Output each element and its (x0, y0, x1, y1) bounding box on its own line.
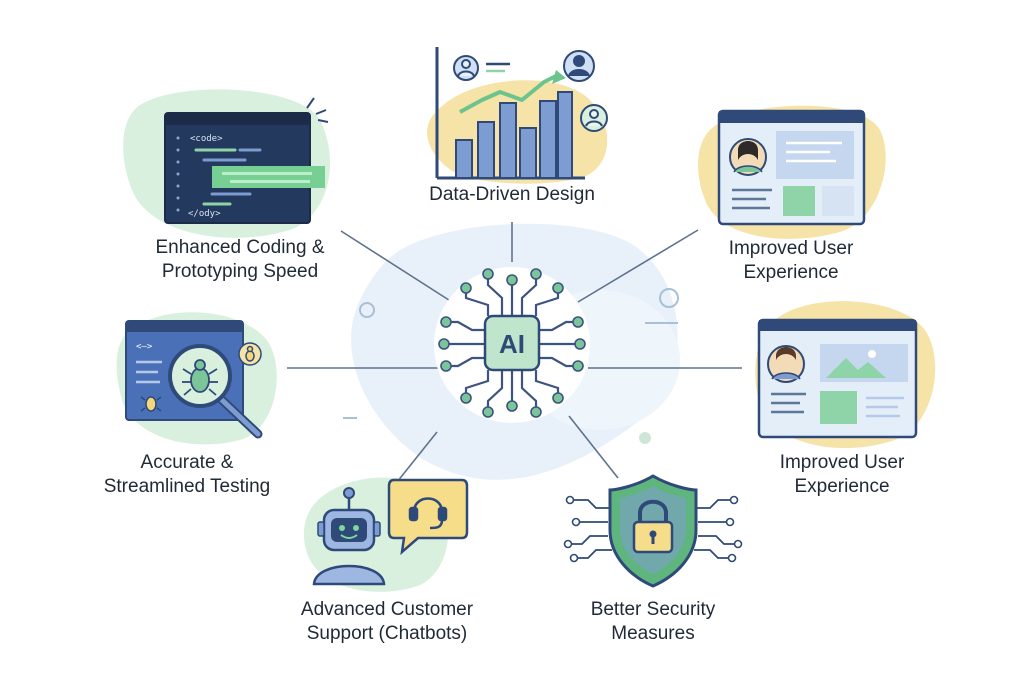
connector-line (577, 229, 699, 303)
connector-line (396, 431, 438, 483)
code-close-tag: </ody> (188, 209, 221, 219)
analytics-chart-illustration (427, 47, 608, 184)
user-icon (563, 50, 595, 82)
user-icon (453, 55, 479, 81)
circuit-traces (446, 276, 578, 410)
headset-icon (408, 497, 448, 530)
label-line: Data-Driven Design (429, 184, 595, 205)
connector-line (568, 415, 619, 479)
label-line: Accurate & (140, 452, 234, 473)
feature-label-support: Advanced Customer Support (Chatbots) (262, 598, 512, 646)
testing-code-tag: <—> (136, 342, 153, 352)
label-line: Prototyping Speed (161, 261, 319, 282)
label-line: Support (Chatbots) (306, 623, 468, 644)
ai-chip: AI (434, 267, 590, 423)
label-line: Measures (611, 623, 695, 644)
chart-bar (539, 100, 557, 179)
feature-label-ux-top: Improved User Experience (676, 237, 906, 285)
label-line: Improved User (779, 452, 905, 473)
bug-icon (182, 359, 218, 396)
chart-bar (455, 139, 473, 179)
feature-label-testing: Accurate & Streamlined Testing (74, 451, 300, 499)
feature-label-data-driven: Data-Driven Design (390, 183, 634, 207)
label-line: Experience (743, 262, 839, 283)
bug-icon (140, 396, 162, 412)
security-illustration (563, 474, 743, 588)
ux-gallery-illustration (755, 301, 936, 449)
user-icon (580, 104, 608, 132)
bug-icon (238, 342, 262, 366)
feature-label-ux-right: Improved User Experience (728, 451, 956, 499)
chip-body (483, 314, 541, 372)
connector-lines (287, 222, 742, 483)
circuit-nodes (438, 268, 586, 418)
shield-circuit-lines (570, 499, 736, 559)
chatbot-illustration (303, 477, 469, 592)
feature-label-security: Better Security Measures (540, 598, 766, 646)
code-editor-illustration: <code> </ody> (123, 89, 330, 238)
center-label: AI (499, 329, 525, 359)
trend-line (459, 74, 557, 114)
deco-ring (659, 288, 679, 308)
deco-dot (639, 432, 651, 444)
connector-line (340, 230, 453, 303)
chart-bar (477, 121, 495, 179)
robot-body (312, 564, 386, 586)
chart-bar (519, 127, 537, 179)
chat-bubble (387, 478, 469, 556)
feature-label-coding: Enhanced Coding & Prototyping Speed (118, 236, 362, 284)
label-line: Better Security (590, 599, 716, 620)
chart-blob (427, 80, 608, 184)
trend-arrow-head (552, 70, 566, 84)
label-line: Enhanced Coding & (155, 237, 325, 258)
label-line: Advanced Customer (300, 599, 474, 620)
chart-bar (499, 102, 517, 179)
testing-illustration: <—> (116, 312, 277, 445)
chart-bar (557, 91, 573, 179)
label-line: Improved User (728, 238, 854, 259)
code-highlight-bar (212, 166, 325, 188)
ux-profile-illustration (698, 105, 886, 239)
deco-ring (359, 302, 375, 318)
label-line: Experience (794, 476, 890, 497)
label-line: Streamlined Testing (103, 476, 271, 497)
code-open-tag: <code> (190, 134, 223, 144)
